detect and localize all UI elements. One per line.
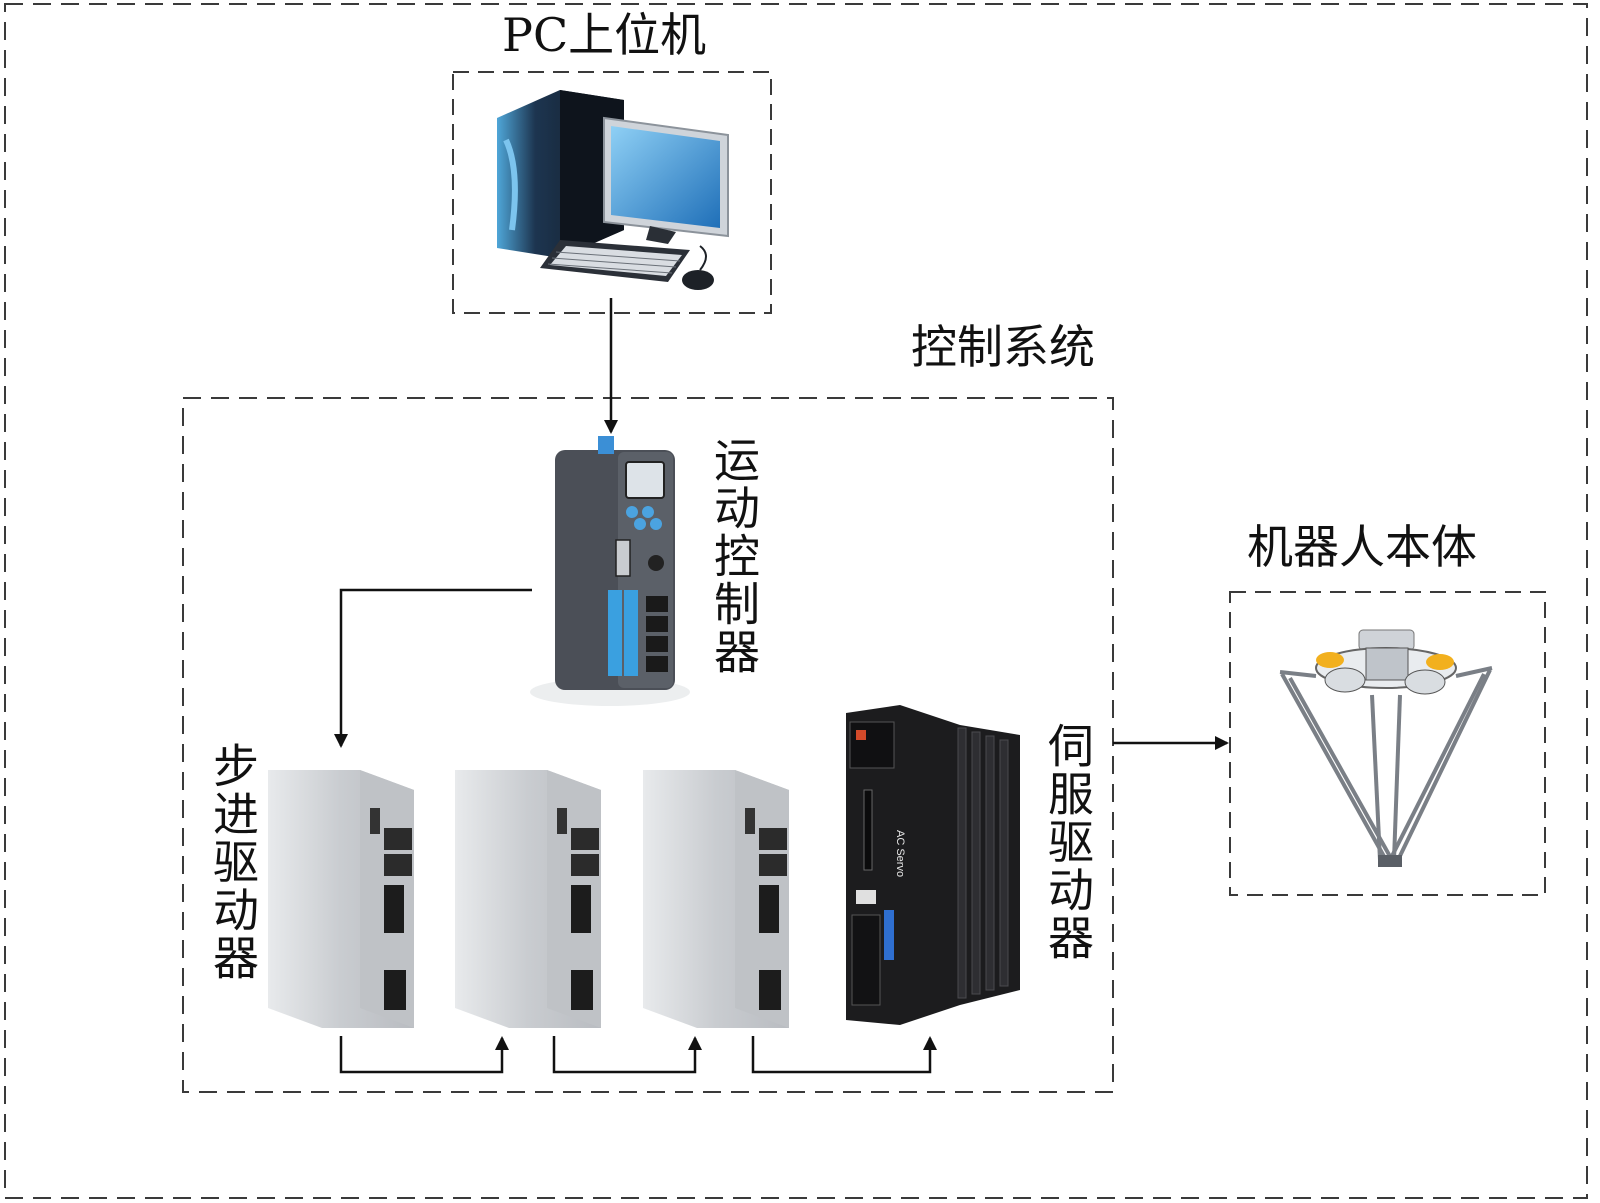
stepper-driver-icon (268, 770, 789, 1028)
arrow-stepper3-to-servo (751, 1036, 937, 1074)
control-system-label: 控制系统 (911, 320, 1095, 374)
servo-driver-label: 伺服驱动器 (1041, 722, 1095, 962)
arrow-stepper1-to-stepper2 (339, 1036, 509, 1074)
connectors (334, 298, 1229, 1074)
pc-label: PC上位机 (502, 8, 707, 62)
arrow-stepper2-to-stepper3 (552, 1036, 702, 1074)
arrow-controller-to-stepper (334, 588, 532, 748)
servo-model-text: AC Servo (894, 830, 906, 877)
pc-boundary (452, 71, 772, 314)
stepper-driver-1 (268, 770, 414, 1028)
control-system-boundary (182, 397, 1114, 1093)
pc-computer-icon (497, 90, 729, 290)
stepper-driver-3 (643, 770, 789, 1028)
robot-boundary (1229, 591, 1546, 896)
servo-driver-icon: AC Servo (846, 705, 1020, 1025)
motion-controller-icon (530, 436, 690, 706)
motion-controller-label: 运动控制器 (707, 436, 761, 676)
stepper-driver-label: 步进驱动器 (206, 742, 260, 982)
outer-boundary (4, 3, 1588, 1199)
stepper-driver-2 (455, 770, 601, 1028)
delta-robot-icon (1279, 629, 1493, 867)
robot-body-label: 机器人本体 (1247, 520, 1477, 574)
